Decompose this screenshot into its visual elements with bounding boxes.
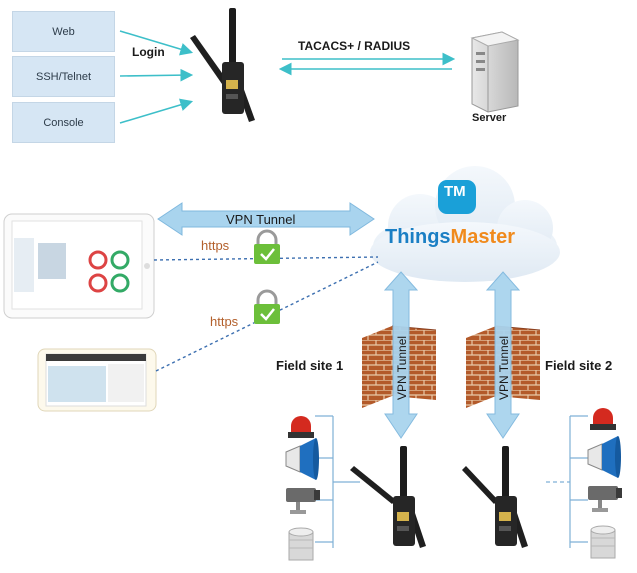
top-router-icon [190, 8, 255, 122]
server-label: Server [472, 112, 507, 124]
tablet-map-icon [37, 348, 157, 412]
login-arrow-web [119, 30, 194, 56]
auth-protocol-label: TACACS+ / RADIUS [298, 39, 411, 53]
site1-device-bracket [315, 415, 360, 548]
site2-router-icon [462, 446, 528, 548]
https-connection-line-2 [155, 261, 379, 372]
vpn-tunnel-horizontal-arrow [157, 202, 375, 236]
storage-tank-icon [288, 527, 314, 561]
login-arrow-ssh [119, 68, 194, 82]
vpn-tunnel-left-label: VPN Tunnel [395, 336, 409, 400]
login-method-label: Console [43, 116, 84, 129]
login-method-web: Web [12, 11, 115, 52]
https-label-1: https [201, 238, 230, 253]
field-site-1-label: Field site 1 [276, 358, 344, 373]
login-arrow-console [119, 98, 194, 124]
site1-router-icon [350, 446, 426, 548]
login-label: Login [132, 45, 165, 59]
storage-tank-icon [590, 525, 616, 559]
megaphone-icon [587, 436, 621, 478]
brand-name-part1: Things [385, 226, 451, 248]
tm-logo-icon [438, 180, 476, 214]
vpn-tunnel-site1-arrow [383, 271, 419, 439]
field-site-2-label: Field site 2 [545, 358, 613, 373]
https-connection-line-1 [153, 256, 379, 261]
security-camera-icon [588, 486, 622, 512]
thingsmaster-logo-text: ThingsMaster [385, 226, 515, 249]
tablet-dashboard-icon [3, 213, 155, 319]
vpn-tunnel-right-label: VPN Tunnel [497, 336, 511, 400]
alarm-light-icon [288, 416, 314, 438]
lock-icon-1 [254, 229, 280, 264]
login-method-ssh-telnet: SSH/Telnet [12, 56, 115, 97]
alarm-light-icon [590, 408, 616, 430]
https-label-2: https [210, 314, 239, 329]
site2-device-bracket [546, 415, 588, 548]
megaphone-icon [285, 438, 319, 480]
lock-icon-2 [254, 289, 280, 324]
login-method-console: Console [12, 102, 115, 143]
login-method-label: Web [52, 25, 75, 38]
tm-logo-text: TM [444, 183, 466, 200]
vpn-tunnel-horizontal-label: VPN Tunnel [226, 212, 296, 227]
vpn-tunnel-site2-arrow [485, 271, 521, 439]
login-method-label: SSH/Telnet [35, 70, 92, 83]
server-icon [470, 31, 520, 113]
brand-name-part2: Master [450, 226, 516, 248]
security-camera-icon [286, 488, 320, 514]
